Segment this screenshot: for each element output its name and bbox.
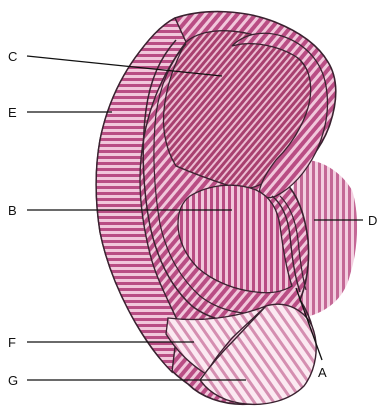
label-b: B [8,203,17,218]
label-c: C [8,49,17,64]
label-f: F [8,335,16,350]
label-g: G [8,373,18,388]
label-d: D [368,213,377,228]
label-e: E [8,105,17,120]
label-a: A [318,365,327,380]
